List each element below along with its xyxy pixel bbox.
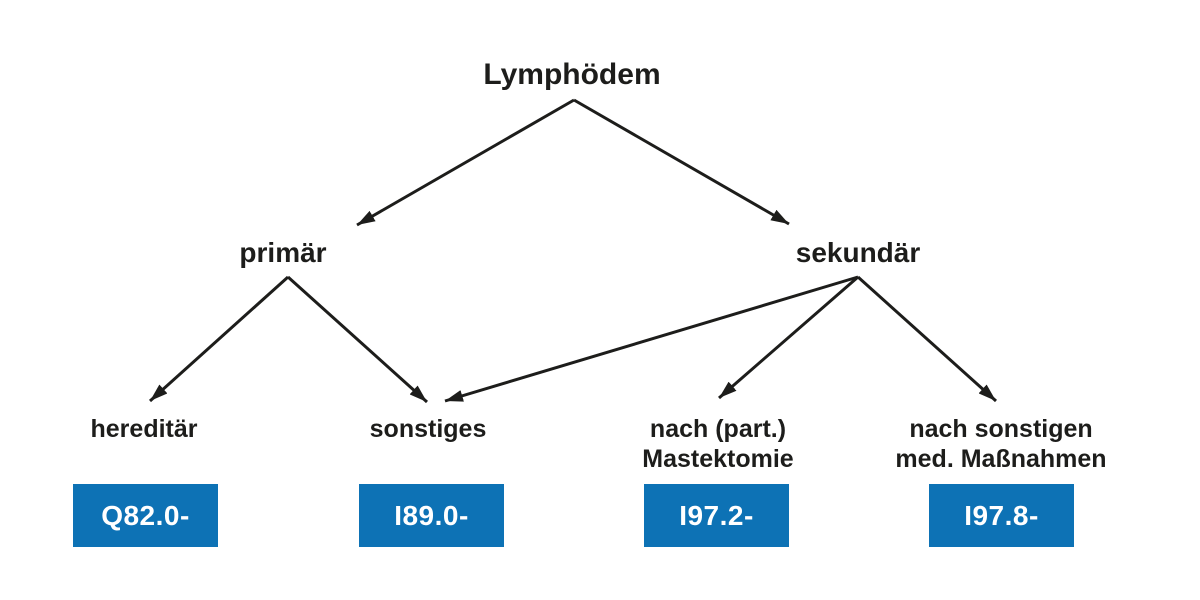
arrow-sekundaer-mastektomie (718, 275, 859, 400)
node-mastektomie-label-line2: Mastektomie (642, 445, 794, 473)
arrow-primaer-sonstiges (286, 275, 429, 404)
node-sekundaer-label: sekundär (795, 237, 921, 268)
arrow-primaer-hereditaer (148, 275, 290, 403)
node-massnahmen-label-line1: nach sonstigen (909, 415, 1093, 443)
code-box-hereditaer: Q82.0- (73, 484, 218, 547)
arrow-root-sekundaer (573, 98, 790, 226)
node-sonstiges-label: sonstiges (369, 415, 487, 443)
arrow-sekundaer-sonstiges (444, 275, 859, 403)
node-primaer-label: primär (239, 237, 327, 268)
code-box-massnahmen: I97.8- (929, 484, 1074, 547)
node-massnahmen-label-line2: med. Maßnahmen (895, 445, 1107, 473)
node-mastektomie-label-line1: nach (part.) (649, 415, 787, 443)
arrow-root-primaer (356, 98, 575, 227)
node-massnahmen-label: nach sonstigen med. Maßnahmen (895, 414, 1106, 474)
node-hereditaer-label: hereditär (90, 415, 198, 443)
node-mastektomie-label: nach (part.) Mastektomie (642, 414, 793, 474)
arrow-sekundaer-massnahmen (856, 275, 998, 403)
code-box-mastektomie: I97.2- (644, 484, 789, 547)
code-box-sonstiges: I89.0- (359, 484, 504, 547)
node-root-label: Lymphödem (483, 58, 661, 91)
